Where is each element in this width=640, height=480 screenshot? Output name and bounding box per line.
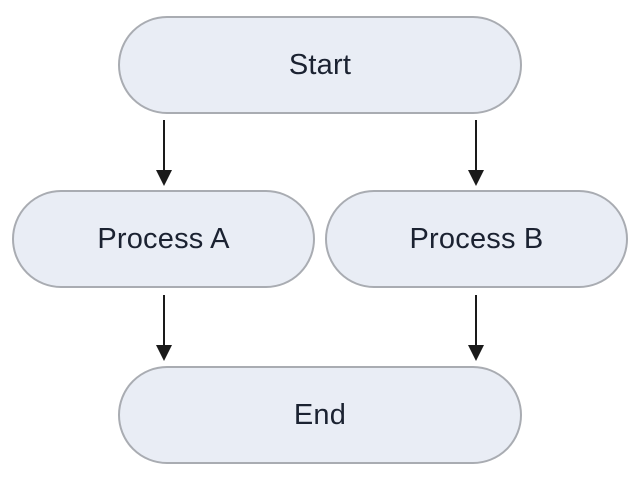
edge-process-a-to-end xyxy=(156,295,172,361)
end-node-label: End xyxy=(293,398,347,431)
end-node: End xyxy=(118,366,522,464)
arrowhead-icon xyxy=(156,345,172,361)
arrowhead-icon xyxy=(468,345,484,361)
start-node-label: Start xyxy=(288,48,352,81)
arrowhead-icon xyxy=(468,170,484,186)
process-a-node-label: Process A xyxy=(97,222,230,255)
process-b-node: Process B xyxy=(325,190,628,288)
process-b-node-label: Process B xyxy=(409,222,544,255)
start-node: Start xyxy=(118,16,522,114)
edge-process-b-to-end xyxy=(468,295,484,361)
process-a-node: Process A xyxy=(12,190,315,288)
arrowhead-icon xyxy=(156,170,172,186)
edge-start-to-process-b xyxy=(468,120,484,186)
edge-start-to-process-a xyxy=(156,120,172,186)
